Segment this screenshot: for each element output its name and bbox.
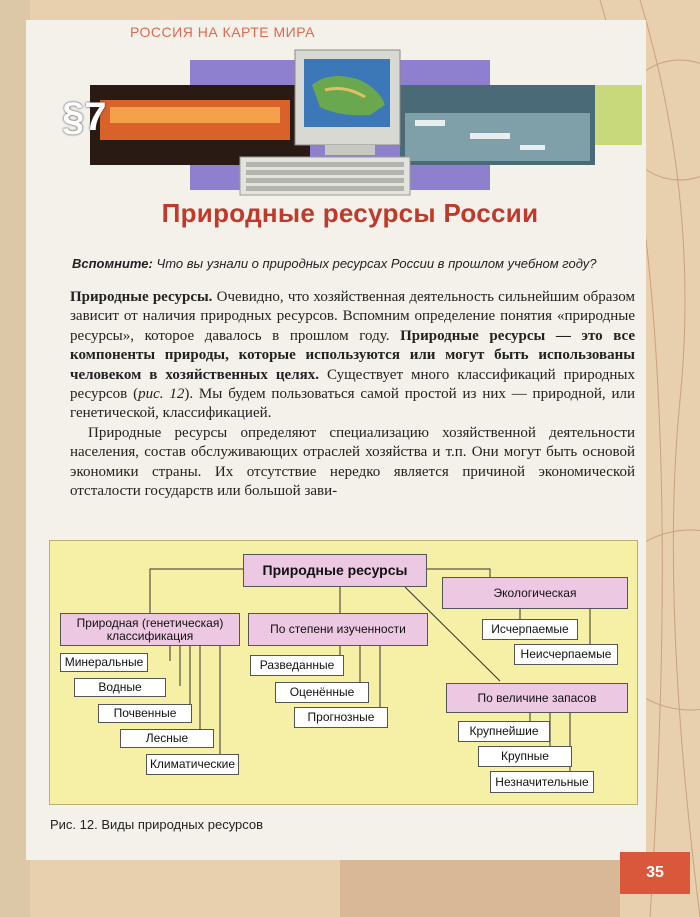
- study-degree-node: По степени изученности: [248, 613, 428, 646]
- leaf-largest: Крупнейшие: [458, 721, 550, 742]
- leaf-soil: Почвенные: [98, 704, 192, 723]
- p1-lead: Природные ресурсы.: [70, 289, 213, 305]
- leaf-large: Крупные: [478, 746, 572, 767]
- leaf-mineral: Минеральные: [60, 653, 148, 672]
- page-title: Природные ресурсы России: [161, 198, 539, 228]
- figure-caption: Рис. 12. Виды природных ресурсов: [50, 817, 264, 832]
- genetic-classification-node: Природная (генетическая) классификация: [60, 613, 240, 646]
- leaf-explored: Разведанные: [250, 655, 344, 676]
- p1-text3: ). Мы будем пользоваться самой простой и…: [70, 386, 635, 422]
- p1-text2: Существует много классификаций природных…: [70, 366, 635, 403]
- body-text: Природные ресурсы. Очевидно, что хозяйст…: [70, 288, 635, 501]
- figure-reference: рис. 12: [138, 386, 185, 403]
- ecological-node: Экологическая: [442, 577, 628, 609]
- paragraph-1: Природные ресурсы. Очевидно, что хозяйст…: [70, 288, 635, 424]
- paragraph-number: §7: [62, 95, 107, 139]
- p1-definition: Природные ресурсы — это все компоненты п…: [70, 327, 636, 383]
- p1-text: Очевидно, что хозяйственная деятельность…: [70, 289, 635, 344]
- root-node: Природные ресурсы: [243, 554, 427, 587]
- leaf-exhaustible: Исчерпаемые: [482, 619, 578, 640]
- leaf-inexhaustible: Неисчерпаемые: [514, 644, 618, 665]
- leaf-estimated: Оценённые: [275, 682, 369, 703]
- leaf-forecast: Прогнозные: [294, 707, 388, 728]
- classification-diagram: Природные ресурсы Природная (генетическа…: [49, 540, 638, 805]
- remember-question: Что вы узнали о природных ресурсах Росси…: [156, 256, 597, 271]
- diagram-connectors: [149, 568, 591, 773]
- remember-label: Вспомните:: [72, 256, 153, 271]
- running-title: РОССИЯ НА КАРТЕ МИРА: [130, 24, 315, 40]
- leaf-forest: Лесные: [120, 729, 214, 748]
- remember-prompt: Вспомните: Что вы узнали о природных рес…: [72, 256, 642, 271]
- reserves-node: По величине запасов: [446, 683, 628, 713]
- leaf-insignificant: Незначительные: [490, 771, 594, 793]
- leaf-climatic: Климатические: [146, 754, 239, 775]
- paragraph-2: Природные ресурсы определяют специализац…: [70, 424, 635, 500]
- page-number: 35: [620, 852, 690, 894]
- chapter-banner-illustration: [90, 49, 642, 196]
- leaf-water: Водные: [74, 678, 166, 697]
